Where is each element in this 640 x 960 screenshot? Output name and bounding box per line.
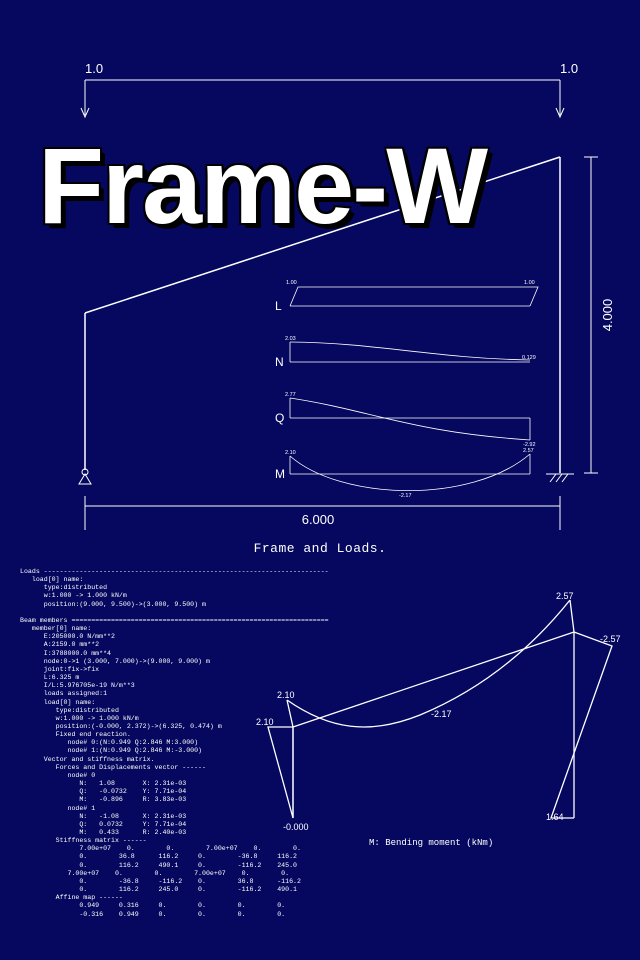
log-line: 7.00e+07 0. 0. 7.00e+07 0. 0. — [20, 845, 301, 853]
log-line: M: 0.433 R: 2.40e-03 — [20, 829, 187, 836]
frame-caption: Frame and Loads. — [253, 541, 387, 556]
log-line: N: 1.08 X: 2.31e-03 — [20, 780, 187, 788]
log-line: type:distributed — [20, 584, 108, 592]
moment-right-col-top: -2.57 — [600, 634, 621, 644]
log-line: M: -0.896 R: 3.83e-03 — [20, 796, 187, 804]
log-line: w:1.000 -> 1.000 kN/m — [20, 714, 139, 722]
height-dimension — [584, 156, 598, 474]
analysis-log: Loads ----------------------------------… — [20, 568, 329, 919]
diagram-label-N: N — [275, 355, 284, 369]
log-line: joint:fix->fix — [20, 665, 100, 673]
frame-structure — [84, 156, 561, 473]
log-line: position:(-0.000, 2.372)->(6.325, 0.474)… — [20, 722, 222, 730]
log-line: type:distributed — [20, 706, 119, 714]
log-line: Vector and stiffness matrix. — [20, 755, 155, 763]
M-end-value: 2.57 — [523, 448, 534, 454]
log-line: node# 0:(N:0.949 Q:2.846 M:3.000) — [20, 739, 199, 747]
Q-end-value: -2.92 — [523, 442, 536, 448]
Q-start-value: 2.77 — [285, 392, 296, 398]
log-line: w:1.000 -> 1.000 kN/m — [20, 592, 127, 600]
N-start-value: 2.03 — [285, 336, 296, 342]
log-line: node# 1:(N:0.949 Q:2.846 M:-3.000) — [20, 747, 203, 755]
member-diagram-M — [289, 453, 531, 491]
M-start-value: 2.10 — [285, 450, 296, 456]
moment-left-base: -0.000 — [283, 822, 309, 832]
member-diagram-N — [289, 341, 531, 363]
log-line: position:(9.000, 9.500)->(3.000, 9.500) … — [20, 600, 206, 608]
log-line: 0.949 0.316 0. 0. 0. 0. — [20, 902, 286, 910]
app-title: Frame-W — [38, 125, 488, 246]
log-line: E:205000.0 N/mm**2 — [20, 633, 115, 641]
member-diagram-Q — [289, 397, 531, 441]
log-line: Stiffness matrix ------ — [20, 837, 147, 845]
log-line: Forces and Displacements vector ------ — [20, 763, 206, 771]
log-line: 0. -36.8 -116.2 0. 36.8 -116.2 — [20, 877, 301, 885]
log-line: node# 0 — [20, 771, 96, 779]
moment-right-top: 2.57 — [556, 591, 574, 601]
log-line: I/L:5.976705e-19 N/m**3 — [20, 682, 135, 690]
width-dimension — [84, 496, 561, 530]
log-line: 7.00e+07 0. 0. 7.00e+07 0. 0. — [20, 869, 290, 877]
log-line: node:0->1 (3.000, 7.000)->(9.000, 9.000)… — [20, 657, 210, 665]
load-right-label: 1.0 — [560, 61, 578, 76]
L-end-value: 1.00 — [524, 280, 535, 286]
log-line: Fixed end reaction. — [20, 731, 131, 739]
fixed-support-icon — [546, 473, 574, 483]
L-start-value: 1.00 — [286, 280, 297, 286]
log-line: Beam members ===========================… — [20, 616, 329, 624]
moment-left-col-top: 2.10 — [277, 690, 295, 700]
moment-right-base: 1.64 — [546, 812, 564, 822]
log-line: N: -1.08 X: 2.31e-03 — [20, 812, 187, 820]
log-line: Q: -0.0732 Y: 7.71e-04 — [20, 788, 187, 796]
moment-caption: M: Bending moment (kNm) — [369, 838, 494, 848]
moment-beam-left: 2.10 — [256, 717, 274, 727]
diagram-label-Q: Q — [275, 411, 284, 425]
N-end-value: 0.129 — [522, 355, 536, 361]
diagram-label-L: L — [275, 299, 282, 313]
log-line: member[0] name: — [20, 625, 92, 633]
log-line: I:3788000.0 mm**4 — [20, 649, 112, 657]
log-line: 0. 36.8 116.2 0. -36.8 116.2 — [20, 853, 297, 861]
log-line: L:6.325 m — [20, 674, 80, 682]
bending-moment-diagram — [267, 599, 613, 819]
moment-beam-mid: -2.17 — [431, 709, 452, 719]
member-diagram-L — [289, 286, 539, 307]
log-line: Affine map ------ — [20, 894, 123, 902]
diagram-label-M: M — [275, 467, 285, 481]
distributed-load-arrows — [80, 79, 565, 119]
load-left-label: 1.0 — [85, 61, 103, 76]
log-line: Q: 0.0732 Y: 7.71e-04 — [20, 820, 187, 828]
log-line: -0.316 0.949 0. 0. 0. 0. — [20, 910, 286, 918]
pin-support-icon — [78, 468, 92, 485]
log-line: 0. 116.2 245.0 0. -116.2 490.1 — [20, 886, 297, 894]
log-line: Loads ----------------------------------… — [20, 568, 329, 575]
height-label: 4.000 — [600, 299, 615, 332]
log-line: load[0] name: — [20, 698, 96, 706]
width-label: 6.000 — [302, 512, 335, 527]
log-line: 0. 116.2 490.1 0. -116.2 245.0 — [20, 861, 297, 869]
log-line: loads assigned:1 — [20, 690, 108, 698]
log-line: node# 1 — [20, 804, 96, 812]
M-mid-value: -2.17 — [399, 493, 412, 499]
log-line: A:2159.0 mm**2 — [20, 641, 100, 649]
log-line: load[0] name: — [20, 576, 84, 584]
